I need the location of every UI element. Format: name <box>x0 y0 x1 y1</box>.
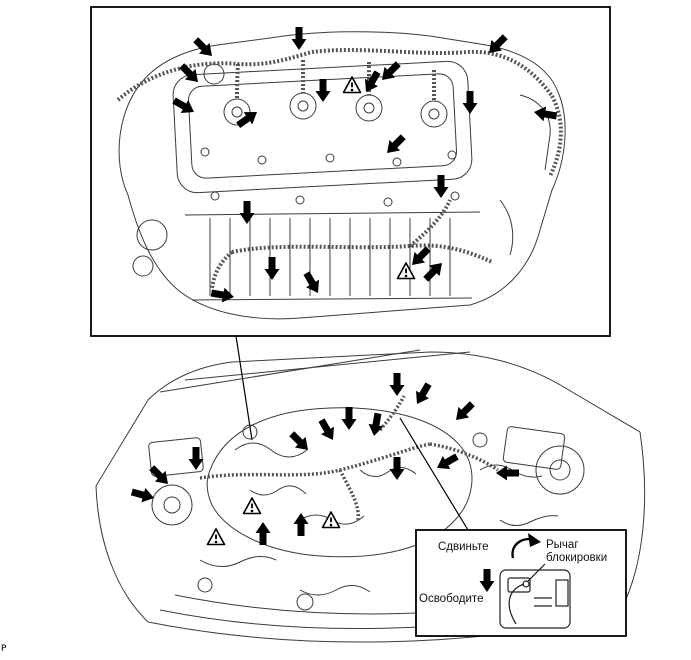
warning-triangle-icon <box>321 511 341 529</box>
callout-lock-lever-line1: Рычаг <box>546 539 579 551</box>
connector-arrow <box>433 450 461 475</box>
connector-arrow <box>389 373 405 396</box>
callout-slide-label: Сдвиньте <box>438 541 489 553</box>
connector-arrows-overview <box>129 373 519 545</box>
engine-bay-art <box>95 349 646 643</box>
connector-arrow <box>389 457 405 480</box>
engine-closeup-art <box>118 31 566 320</box>
callout-connector-art <box>499 569 571 629</box>
page-corner-mark: P <box>1 644 7 654</box>
callout-leader-line <box>399 417 469 531</box>
warning-triangle-icon <box>206 528 226 546</box>
connector-arrow <box>410 380 435 408</box>
callout-box <box>415 529 627 637</box>
connector-arrow <box>315 416 340 444</box>
warning-triangles-overview <box>206 497 341 546</box>
callout-curved-arrow-icon <box>511 533 541 559</box>
connector-arrow <box>286 428 314 456</box>
warning-triangle-icon <box>242 497 262 515</box>
connector-arrow <box>341 407 357 430</box>
inset-leader-line <box>235 335 253 441</box>
connector-arrow <box>450 398 478 426</box>
callout-lock-lever-line2: блокировки <box>546 552 607 564</box>
callout-release-label: Освободите <box>419 593 483 605</box>
